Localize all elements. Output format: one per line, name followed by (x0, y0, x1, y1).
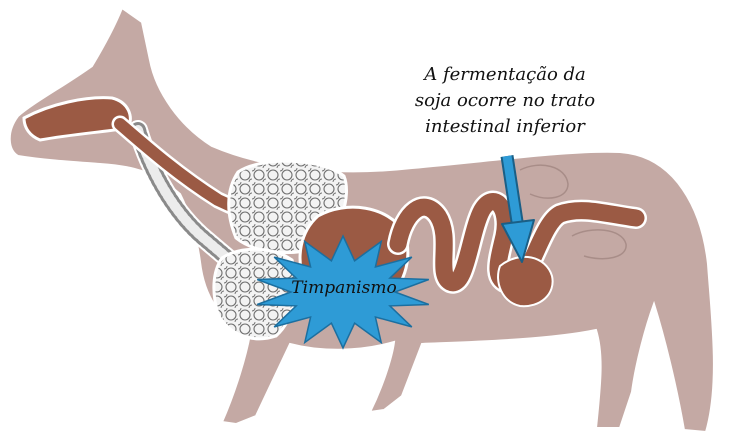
caption-line-1: A fermentação da (424, 64, 586, 85)
colon-pouch (497, 256, 554, 308)
bladder-outline (571, 229, 627, 260)
caption-line-2: soja ocorre no trato (414, 90, 596, 111)
fermentation-arrow (500, 155, 535, 263)
kidney-outline (519, 164, 569, 199)
lung-lower (212, 247, 298, 341)
bloat-burst (256, 234, 430, 350)
fermentation-caption: A fermentação da soja ocorre no trato in… (398, 62, 612, 140)
bloat-label: Timpanismo (291, 278, 397, 298)
caption-line-3: intestinal inferior (425, 116, 585, 137)
